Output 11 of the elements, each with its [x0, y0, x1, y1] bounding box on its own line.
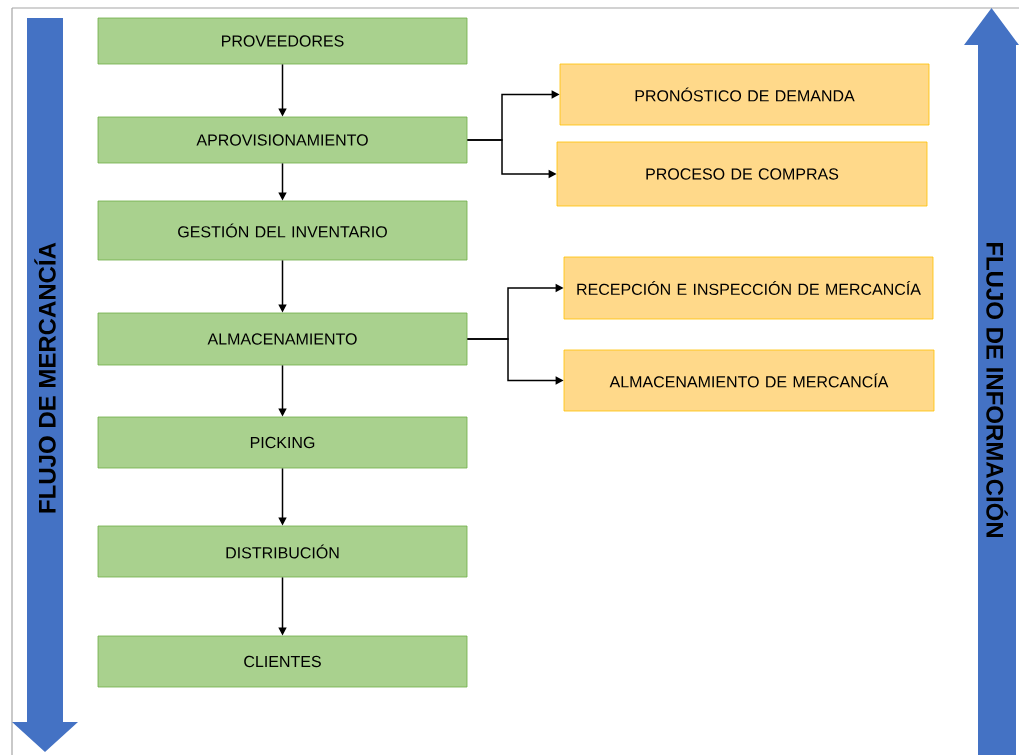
- process-box: APROVISIONAMIENTO: [97, 116, 468, 164]
- subprocess-box: PROCESO DE COMPRAS: [556, 141, 928, 207]
- process-box: CLIENTES: [97, 635, 468, 688]
- process-box: PROVEEDORES: [97, 17, 468, 65]
- subprocess-box: ALMACENAMIENTO DE MERCANCÍA: [563, 349, 935, 412]
- subprocess-box: PRONÓSTICO DE DEMANDA: [559, 63, 930, 126]
- process-box: PICKING: [97, 416, 468, 469]
- process-box: GESTIÓN DEL INVENTARIO: [97, 200, 468, 261]
- subprocess-box: RECEPCIÓN E INSPECCIÓN DE MERCANCÍA: [563, 256, 934, 320]
- process-box: ALMACENAMIENTO: [97, 312, 468, 366]
- process-box: DISTRIBUCIÓN: [97, 525, 468, 578]
